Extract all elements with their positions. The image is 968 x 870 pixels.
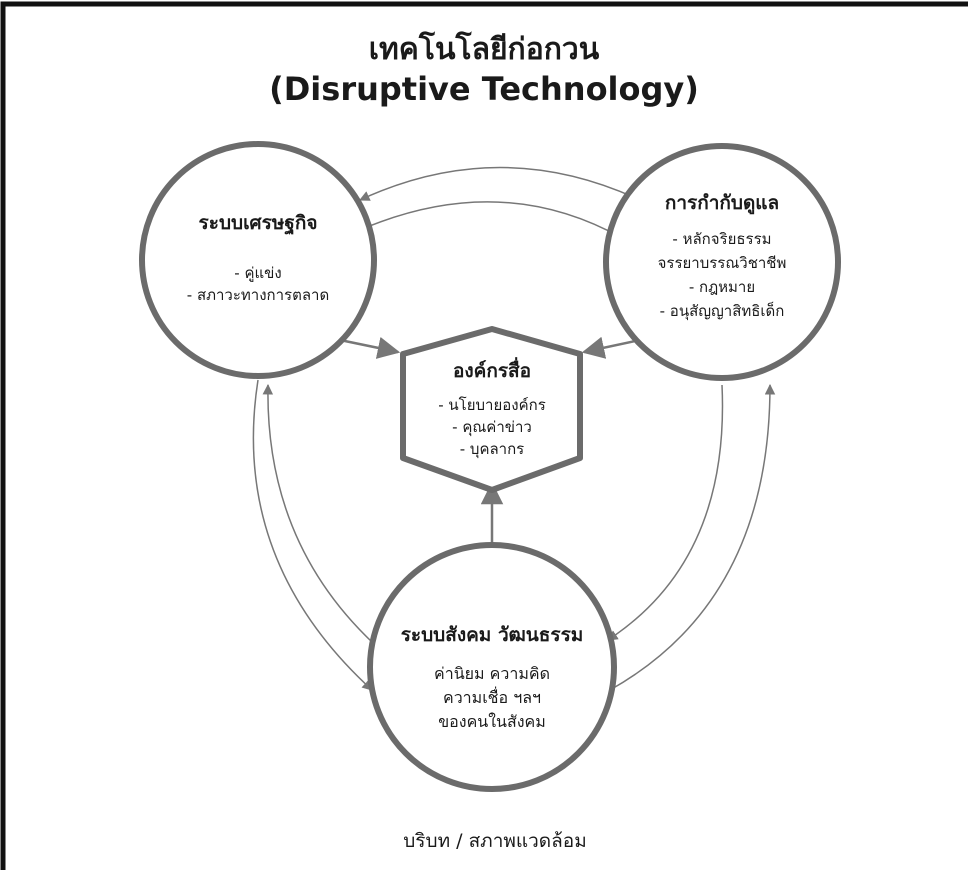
arrow-economy-to-media	[339, 336, 401, 359]
regulation-heading: การกำกับดูแล	[664, 192, 780, 214]
arrow-economy-to-society	[252, 379, 373, 691]
context-label: บริบท / สภาพแวดล้อม	[403, 830, 587, 852]
arrow-economy-to-regulation	[359, 201, 623, 239]
media-org-item: - บุคลากร	[459, 440, 525, 458]
society-item: ค่านิยม ความคิด	[434, 664, 550, 683]
regulation-circle	[603, 143, 841, 381]
arrow-regulation-to-economy	[359, 166, 641, 201]
media-org-item: - คุณค่าข่าว	[452, 418, 532, 436]
economy-heading: ระบบเศรษฐกิจ	[198, 212, 318, 234]
society-item: ของคนในสังคม	[438, 712, 546, 731]
media-org-heading: องค์กรสื่อ	[452, 360, 532, 382]
economy-item: - สภาวะทางการตลาด	[186, 286, 330, 304]
arrow-society-to-economy	[262, 383, 373, 643]
economy-item: - คู่แข่ง	[234, 264, 282, 282]
regulation-item: - อนุสัญญาสิทธิเด็ก	[659, 302, 785, 320]
society-circle	[367, 542, 617, 792]
regulation-item: - หลักจริยธรรม	[672, 230, 772, 248]
regulation-item: - กฎหมาย	[688, 278, 756, 296]
media-org-item: - นโยบายองค์กร	[438, 396, 546, 414]
arrow-society-to-regulation	[609, 383, 776, 691]
regulation-item: จรรยาบรรณวิชาชีพ	[657, 254, 787, 272]
arrow-regulation-to-media	[581, 336, 641, 359]
title-line-2: (Disruptive Technology)	[269, 70, 699, 108]
title-line-1: เทคโนโลยีก่อกวน	[368, 32, 600, 67]
media-org-shape	[400, 326, 583, 493]
economy-circle	[139, 141, 377, 379]
society-heading: ระบบสังคม วัฒนธรรม	[400, 624, 584, 646]
arrow-regulation-to-society	[607, 384, 724, 641]
society-item: ความเชื่อ ฯลฯ	[442, 688, 541, 707]
